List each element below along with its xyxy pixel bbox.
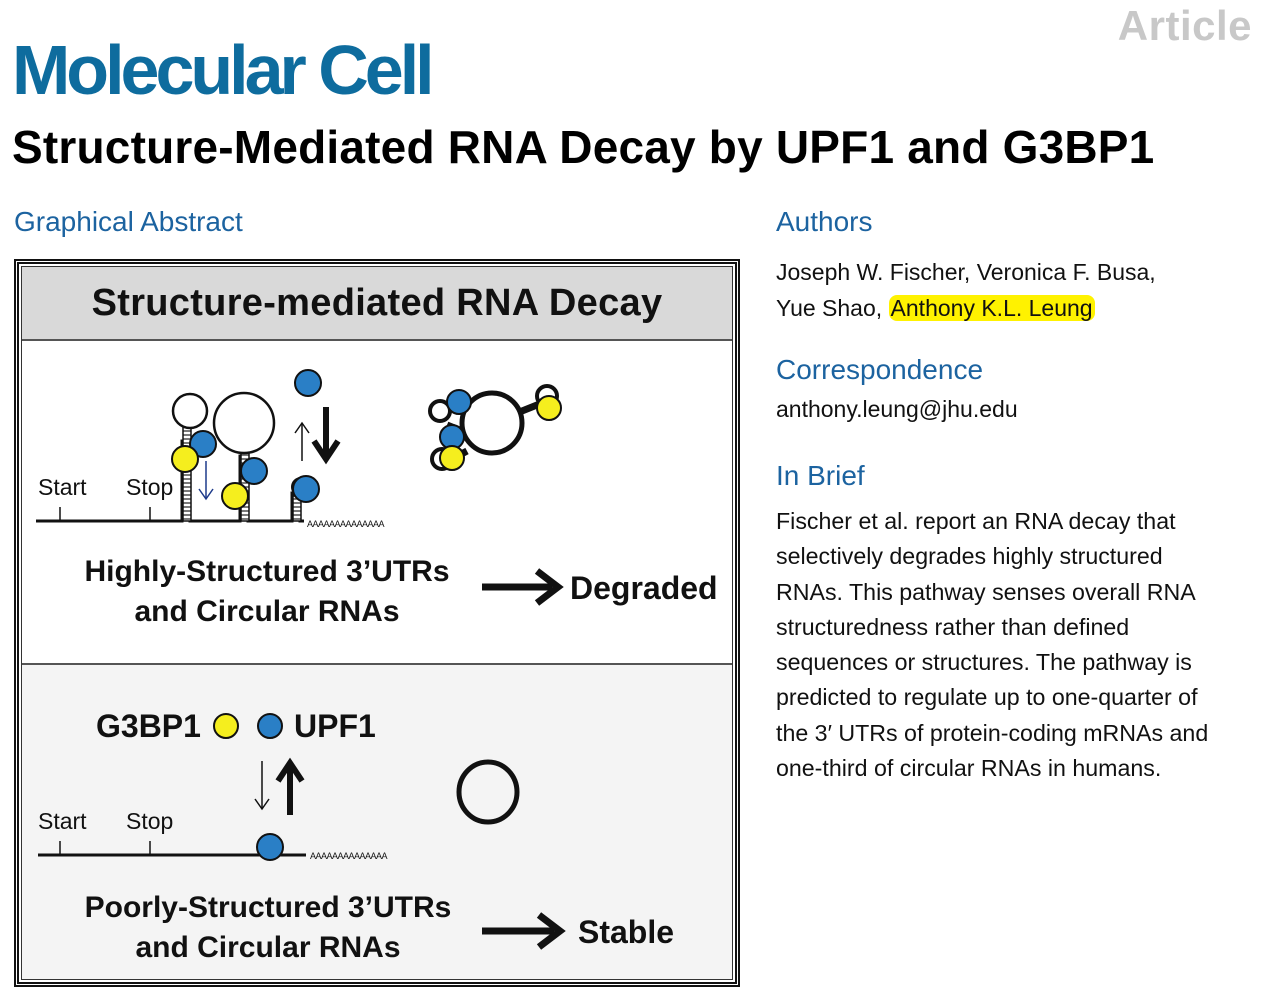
in-brief-line: RNAs. This pathway senses overall RNA [776,578,1196,605]
start-label: Start [38,808,87,834]
hairpin-loop-1 [171,392,209,430]
legend-g3bp1-label: G3BP1 [96,708,201,744]
g3bp1-legend-icon [213,713,239,739]
in-brief-line: predicted to regulate up to one-quarter … [776,684,1198,711]
hairpin-loop-2 [212,391,276,455]
start-label: Start [38,474,87,500]
article-type-label: Article [1117,2,1252,49]
g3bp1-protein [221,482,249,510]
upf1-protein [189,430,217,458]
figure-title-bar: Structure-mediated RNA Decay [22,267,732,341]
polya-tail: AAAAAAAAAAAAAA [310,851,388,861]
journal-name: Molecular Cell [12,31,435,109]
in-brief-line: Fischer et al. report an RNA decay that [776,508,1176,534]
in-brief-line: one-third of circular RNAs in humans. [776,755,1162,782]
graphical-abstract-figure: Structure-mediated RNA Decay [14,259,740,987]
caption-line-1: Poorly-Structured 3’UTRs [85,891,452,924]
caption-line-1: Highly-Structured 3’UTRs [84,555,449,588]
graphical-abstract-heading: Graphical Abstract [14,206,243,237]
highlighted-author: Anthony K.L. Leung [888,295,1095,321]
correspondence-heading: Correspondence [776,354,984,385]
author-list: Joseph W. Fischer, Veronica F. Busa, Yue… [776,254,1156,326]
structured-rna-panel: Start Stop AAAAAAAAAAAAAA [22,341,732,665]
correspondence-email[interactable]: anthony.leung@jhu.edu [776,396,1018,422]
outcome-degraded: Degraded [570,570,718,606]
polya-tail: AAAAAAAAAAAAAA [307,519,385,529]
in-brief-line: structuredness rather than defined [776,613,1130,640]
upf1-legend-icon [257,713,283,739]
structured-rna-diagram: Start Stop AAAAAAAAAAAAAA [36,369,718,628]
authors-line-1: Joseph W. Fischer, Veronica F. Busa, [776,259,1156,285]
stop-label: Stop [126,474,173,500]
legend-upf1-label: UPF1 [294,708,376,744]
article-title: Structure-Mediated RNA Decay by UPF1 and… [12,121,1155,173]
right-arrow-icon [482,568,564,606]
upf1-protein [292,475,320,503]
in-brief-line: selectively degrades highly structured [776,543,1163,570]
thin-up-arrow-icon [294,421,310,461]
caption-line-2: and Circular RNAs [134,595,399,628]
caption-line-2: and Circular RNAs [135,931,400,964]
in-brief-heading: In Brief [776,460,865,491]
authors-line-2-prefix: Yue Shao, [776,295,889,321]
circular-rna-structured [428,384,562,471]
unstructured-rna-panel: G3BP1 UPF1 Sta [22,665,732,979]
stop-label: Stop [126,808,173,834]
thin-down-arrow-icon [254,761,270,811]
thin-down-arrow-icon [198,461,214,501]
free-upf1-protein [294,369,322,397]
circular-rna-unstructured [456,759,520,825]
thick-up-arrow-icon [275,757,305,815]
outcome-stable: Stable [578,914,674,950]
in-brief-line: the 3′ UTRs of protein-coding mRNAs and [776,719,1209,746]
upf1-protein [240,457,268,485]
upf1-protein [256,833,284,861]
g3bp1-protein [171,445,199,473]
in-brief-text: Fischer et al. report an RNA decay that … [776,504,1266,786]
authors-line-2: Yue Shao, Anthony K.L. Leung [776,290,1156,326]
unstructured-rna-diagram: G3BP1 UPF1 Sta [38,708,674,964]
in-brief-line: sequences or structures. The pathway is [776,649,1192,676]
figure-title: Structure-mediated RNA Decay [91,281,663,324]
thick-down-arrow-icon [311,407,341,465]
authors-heading: Authors [776,206,873,237]
right-arrow-icon [482,912,566,950]
